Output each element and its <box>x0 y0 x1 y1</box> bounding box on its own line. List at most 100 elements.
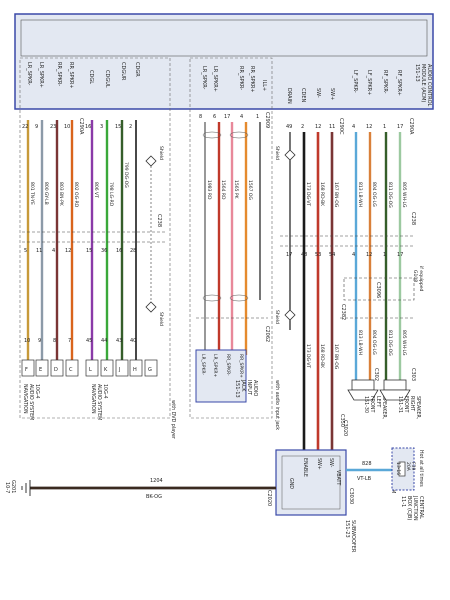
module-name-line-2: MODULE (ACM) <box>420 64 426 102</box>
jack-name-line: AUDIO <box>252 380 258 396</box>
shield-diamond <box>284 309 296 321</box>
middle-pin-label: RR_SPKR+ <box>249 66 255 93</box>
twist-mark <box>202 294 222 302</box>
left-mid-pin: 36 <box>101 248 107 254</box>
circuit-label: 800 GY-LB <box>43 182 49 205</box>
right-pin-num: 49 <box>286 124 292 130</box>
middle-pin-label: LR_SPKR+ <box>212 66 218 92</box>
middle-pin-label: ILL+ <box>261 80 267 91</box>
connector-c238-label-right: C238 <box>410 212 416 225</box>
left-pin-num: 22 <box>22 124 28 130</box>
middle-pin-label: LR_SPKR- <box>201 66 207 89</box>
left-bottom-pin: 9 <box>38 338 41 344</box>
jack-pin-label: RR_SPKR- <box>225 354 231 376</box>
left-circuit-labels: 801 TN-YE 800 GY-LB 803 BN-PK 802 OG-RD … <box>29 162 129 208</box>
left-pin-label: RR_SPKR- <box>56 62 62 86</box>
ground-ref: 10-7 <box>4 482 10 493</box>
right-mid-pins: 17 48 53 54 4 12 1 17 <box>286 252 403 258</box>
middle-pin-num: 8 <box>199 114 202 120</box>
left-pin-label: LR_SPKR- <box>26 62 32 85</box>
shield-label: Shield <box>158 146 164 160</box>
c3096-box <box>343 277 415 301</box>
jack-pin-label: RR_SPKR+ <box>238 354 244 378</box>
speaker-name-line: 151-30 <box>363 396 369 413</box>
nav-module-line: AUDIO SYSTEM <box>28 384 34 420</box>
speaker-left-name: SPEAKER, LEFT FRONT 151-30 <box>363 396 387 420</box>
nav-module-line: AUDIO SYSTEM <box>96 384 102 420</box>
c302-label: C302 <box>373 368 379 381</box>
right-pin-label: SW+ <box>329 88 335 100</box>
circuit-label: 167 BN-OG <box>333 344 339 370</box>
jack-pin-label: LR_SPKR- <box>200 354 206 375</box>
cjb-name-line: 11-1 <box>400 496 406 507</box>
subwoofer-connector: C3020 <box>342 420 348 436</box>
left-mid-pin: 4 <box>52 248 55 254</box>
left-bottom-pin: 8 <box>53 338 56 344</box>
circuit-label: 798 LG-RD <box>108 182 114 207</box>
c3096-label: C3096 <box>375 282 381 298</box>
fuse-page: 13-16 <box>395 462 401 475</box>
dvd-note: with DVD player <box>170 400 176 439</box>
subwoofer-box <box>275 449 347 516</box>
terminal-block <box>50 359 64 377</box>
terminal-block <box>65 359 79 377</box>
right-mid-pin: 54 <box>329 252 335 258</box>
right-mid-pin: 12 <box>366 252 372 258</box>
jack-name-line: INPUT <box>246 380 252 396</box>
speaker-body <box>351 379 375 391</box>
circuit-label: 1983 RD <box>206 180 212 200</box>
module-name: AUDIO CONTROL MODULE (ACM) 151-13 <box>414 64 432 107</box>
circuit-label: 813 LB-WH <box>357 182 363 207</box>
left-mid-pin: 12 <box>65 248 71 254</box>
left-mid-pin: 5 <box>24 248 27 254</box>
right-pin-label: LF_SPKR- <box>352 70 358 93</box>
right-pin-num: 12 <box>366 124 372 130</box>
terminal-letter: C <box>69 367 73 373</box>
left-mid-pin: 15 <box>86 248 92 254</box>
left-pin-num: 16 <box>85 124 91 130</box>
right-pin-num: 2 <box>301 124 304 130</box>
right-pin-num: 17 <box>397 124 403 130</box>
circuit-label: 811 DG-OG <box>387 182 393 208</box>
nav-module-1-name: 10G-4 AUDIO SYSTEM NAVIGATION <box>22 384 40 420</box>
left-mid-pin: 16 <box>116 248 122 254</box>
middle-top-pins: 8 6 17 4 1 <box>199 114 259 120</box>
terminal-block <box>129 359 143 377</box>
left-pin-label: LR_SPKR+ <box>38 62 44 88</box>
left-bottom-pin: 10 <box>24 338 30 344</box>
audio-jack-note: with audio input jack <box>274 380 280 430</box>
subwoofer-name-line: SUBWOOFER <box>350 520 356 553</box>
circuit-label: 173 DG-VT <box>305 344 311 368</box>
speaker-right-front: SPEAKER, RIGHT FRONT 151-31 <box>379 379 421 420</box>
sub-pin-label: ENABLE <box>302 458 308 477</box>
right-mid-pin: 1 <box>383 252 386 258</box>
cjb-name-line: CENTRAL <box>418 496 424 519</box>
jack-pin-label: LR_SPKR+ <box>212 354 218 378</box>
jack-name-line: JACK <box>240 379 246 392</box>
circuit-label: 1567 OG <box>247 180 253 200</box>
circuit-label: 811 DG-OG <box>387 330 393 356</box>
twist-mark <box>229 294 249 302</box>
fuse-id: F39 <box>410 462 416 470</box>
audio-control-module-inner <box>20 19 428 57</box>
left-top-pins: 22 9 23 10 16 3 15 2 <box>22 124 132 130</box>
nav-module-line: NAVIGATION <box>90 384 96 414</box>
right-top-pins: 49 2 12 11 4 12 1 17 <box>286 124 403 130</box>
twist-mark <box>229 131 249 139</box>
jack-box-pin-labels: LR_SPKR- LR_SPKR+ RR_SPKR- RR_SPKR+ <box>200 354 244 378</box>
terminal-block <box>100 359 114 377</box>
fuse-circuit-num: 828 <box>362 461 372 467</box>
nav-module-2-name: 10G-4 AUDIO SYSTEM NAVIGATION <box>90 384 108 420</box>
circuit-label: 804 OG-LG <box>371 182 377 207</box>
right-mid-pin: 48 <box>301 252 307 258</box>
left-terminals: F E D C L K J H G <box>21 359 158 377</box>
speaker-right-name: SPEAKER, RIGHT FRONT 151-31 <box>397 396 421 420</box>
subwoofer-connector-2: C3030 <box>348 488 354 504</box>
cjb-name: CENTRAL JUNCTION BOX (CJB) 11-1 <box>400 495 424 521</box>
middle-pin-num: 17 <box>224 114 230 120</box>
circuit-label: 173 DG-VT <box>305 182 311 206</box>
audio-control-module-box <box>14 13 434 110</box>
ground-connector: C2020 <box>266 490 272 506</box>
shield-diamond <box>145 155 157 167</box>
